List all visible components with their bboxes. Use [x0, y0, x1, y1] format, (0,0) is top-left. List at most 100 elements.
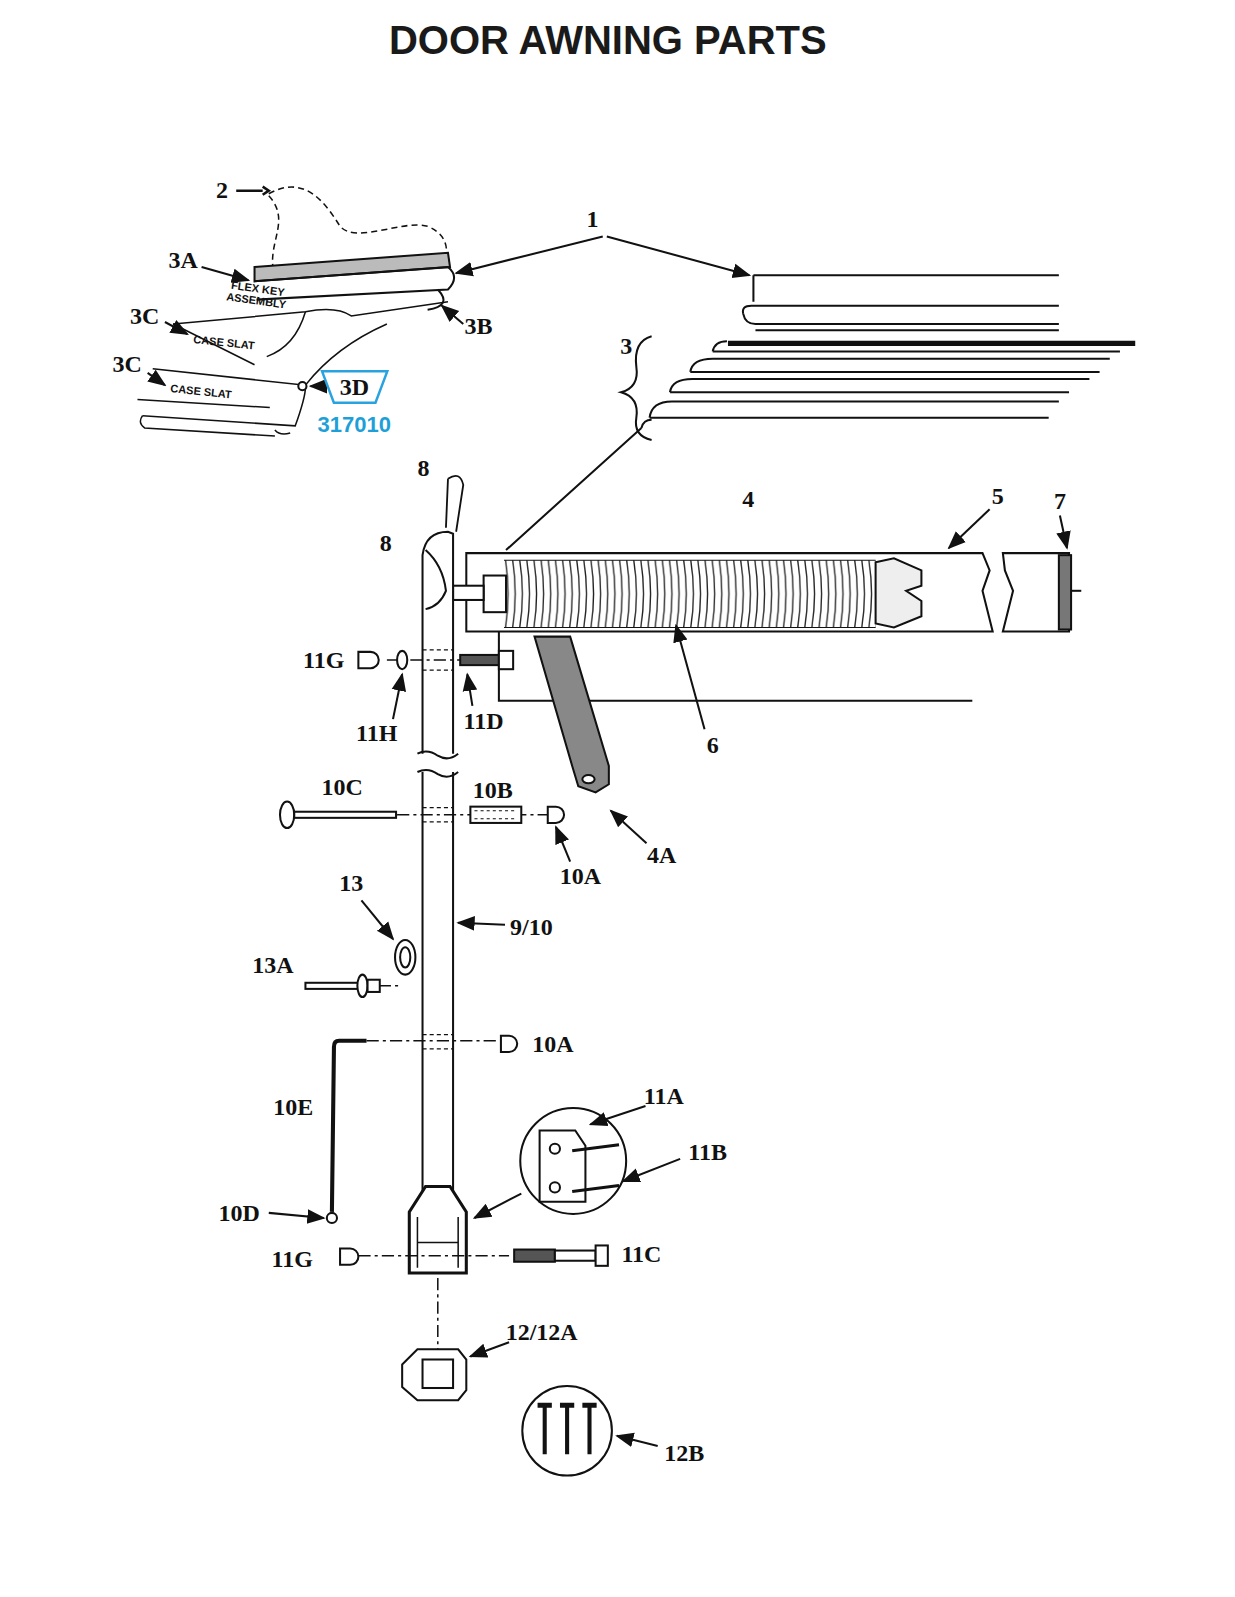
callout-number: 10D	[219, 1201, 260, 1225]
awning-arm-part	[446, 476, 463, 532]
callout-number: 3C	[130, 304, 159, 328]
callout-number: 4A	[647, 843, 676, 867]
leader-arrows-part	[470, 1342, 509, 1356]
awning-arm-part	[582, 775, 594, 783]
small-parts-part	[474, 811, 517, 819]
part-name: CASE SLAT	[163, 382, 238, 401]
small-parts-part	[522, 1386, 612, 1476]
small-parts-part	[280, 802, 294, 828]
small-parts-part	[460, 655, 499, 665]
leader-arrows-part	[623, 1159, 680, 1181]
flex-key-assembly-part	[255, 253, 450, 282]
roller-tube-part	[876, 558, 922, 627]
callout-number: 6	[707, 733, 719, 757]
small-parts-part	[305, 983, 358, 989]
small-parts-part	[520, 1108, 626, 1214]
small-parts-part	[400, 947, 410, 967]
leader-arrows-part	[1060, 515, 1067, 548]
small-parts-part	[402, 1349, 466, 1400]
center-lines-part	[437, 1278, 439, 1354]
flex-key-assembly-part	[428, 289, 444, 309]
leader-arrows-part	[591, 1106, 646, 1124]
small-parts-part	[596, 1245, 608, 1265]
awning-fabric	[506, 336, 1135, 550]
leader-arrows-part	[607, 236, 750, 275]
callout-number: 3D	[320, 370, 389, 399]
small-parts-part	[538, 1403, 597, 1408]
callout-number: 3A	[169, 248, 198, 272]
small-parts-part	[572, 1145, 619, 1192]
small-parts-part	[395, 940, 415, 975]
awning-arm-part	[417, 1217, 458, 1268]
callout-number: 11C	[621, 1242, 661, 1266]
leader-arrows	[148, 236, 1067, 1446]
roller-rail-part	[753, 275, 1058, 301]
roller-tube-part	[504, 560, 876, 627]
small-parts-part	[550, 1144, 560, 1154]
callout-number: 7	[1054, 489, 1066, 513]
center-lines-part	[367, 1040, 499, 1042]
callout-number: 13A	[252, 953, 293, 977]
awning-fabric-part	[713, 341, 1120, 351]
awning-fabric-part	[650, 401, 1059, 417]
callout-number: 9/10	[510, 915, 553, 939]
small-parts-part	[340, 1249, 358, 1265]
awning-arm	[409, 476, 609, 1273]
callout-number: 8	[380, 531, 392, 555]
small-parts-part	[327, 1213, 337, 1223]
small-parts-part	[501, 1036, 517, 1052]
small-parts-part	[357, 975, 367, 997]
leader-arrows-part	[676, 625, 705, 729]
callout-trapezoid: 3D317010	[320, 370, 389, 404]
callout-number: 3B	[465, 314, 493, 338]
roller-rail-part	[743, 306, 1059, 330]
roller-tube-part	[466, 553, 992, 631]
small-parts-part	[514, 1250, 555, 1262]
awning-arm-part	[423, 650, 454, 1049]
leader-arrows-part	[311, 385, 322, 387]
callout-number: 8	[418, 456, 430, 480]
roller-tube-part	[1071, 590, 1081, 592]
callout-number: 2	[216, 178, 228, 202]
callout-number: 10A	[532, 1032, 573, 1056]
callout-number: 3	[620, 334, 632, 358]
center-lines-part	[358, 1255, 509, 1257]
small-parts-part	[555, 1251, 596, 1261]
awning-fabric-part	[728, 341, 1135, 346]
callout-number: 10C	[321, 775, 362, 799]
leader-arrows-part	[456, 236, 603, 273]
small-parts-part	[358, 652, 378, 668]
small-parts-part	[332, 1041, 367, 1212]
leader-arrows-part	[202, 267, 249, 280]
leader-arrows-part	[393, 674, 402, 719]
leader-arrows-part	[474, 1194, 521, 1218]
awning-arm-part	[423, 772, 454, 1191]
awning-fabric-part	[506, 420, 652, 550]
callout-number: 11G	[303, 648, 344, 672]
flex-key-assembly-part	[298, 382, 306, 390]
small-parts-part	[294, 812, 396, 818]
center-lines-part	[379, 985, 402, 987]
callout-number: 11B	[688, 1140, 727, 1164]
leader-arrows-part	[442, 306, 463, 324]
small-parts	[280, 651, 626, 1476]
flex-key-assembly-part	[137, 399, 269, 407]
small-parts-part	[548, 807, 564, 823]
callout-number: 11A	[644, 1084, 684, 1108]
leader-arrows-part	[361, 900, 393, 939]
awning-arm-part	[426, 550, 446, 609]
small-parts-part	[470, 807, 521, 823]
awning-arm-part	[423, 532, 454, 754]
flex-key-assembly-part	[269, 196, 279, 267]
leader-arrows-part	[269, 1213, 324, 1218]
callout-number: 10B	[473, 778, 513, 802]
roller-rail	[743, 275, 1059, 330]
leader-arrows-part	[949, 509, 990, 548]
awning-fabric-part	[690, 359, 1109, 372]
flex-key-assembly-part	[173, 312, 305, 365]
callout-number: 12/12A	[506, 1320, 578, 1344]
callout-number: 13	[339, 871, 363, 895]
